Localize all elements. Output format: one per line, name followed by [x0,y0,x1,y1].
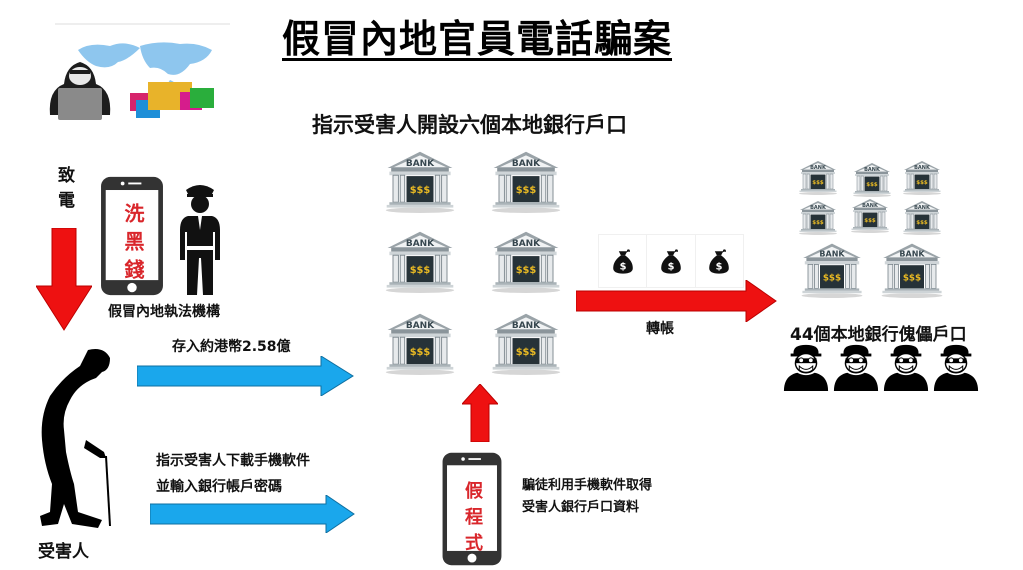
mule-accounts-label: 44個本地銀行傀儡戶口 [790,325,967,345]
bank-icon [800,242,864,298]
hacker-illustration [30,20,230,130]
download-instruction-line1: 指示受害人下載手機軟件 [156,453,310,469]
elderly-victim-icon [30,344,120,530]
deposit-label: 存入約港幣2.58億 [172,339,291,355]
red-down-arrow [36,228,92,332]
hacker-world-map-icon [49,23,230,120]
red-up-arrow [462,384,498,442]
blue-arrow-deposit [137,356,355,396]
fake-app-desc-line1: 騙徒利用手機軟件取得 [522,478,653,493]
phone-icon: 洗黑錢 [97,175,167,297]
bank-icon [490,150,562,213]
transfer-label: 轉帳 [646,321,674,337]
bank-icon [490,230,562,293]
bank-icon [798,160,838,195]
blue-arrow-download [150,495,356,533]
money-bag-icon [599,235,648,287]
bank-icon [490,312,562,375]
subtitle: 指示受害人開設六個本地銀行戶口 [312,113,627,137]
download-instruction-line2: 並輸入銀行帳戶密碼 [156,479,282,495]
bank-icon [880,242,944,298]
masked-thief-icon [882,343,930,391]
fake-app-phone-icon: 假程式 [440,451,504,567]
money-bags-group [598,234,744,288]
masked-thief-icon [932,343,980,391]
call-label: 致電 [54,166,74,216]
fake-app-text: 假程式 [462,481,483,559]
bank-icon [852,162,892,197]
bank-icon [902,200,942,235]
mule-holders-group [782,343,980,391]
impersonation-label: 假冒內地執法機構 [108,304,220,320]
bank-icon [384,230,456,293]
masked-thief-icon [782,343,830,391]
bank-icon [384,312,456,375]
bank-icon [798,200,838,235]
fake-app-desc-line2: 受害人銀行戶口資料 [522,500,640,515]
bank-icon [850,198,890,233]
money-bag-icon [647,235,696,287]
bank-icon [384,150,456,213]
bank-icon [902,160,942,195]
police-officer-icon [178,180,222,296]
masked-thief-icon [832,343,880,391]
page-title: 假冒內地官員電話騙案 [282,17,673,61]
red-transfer-arrow [576,280,778,322]
victim-label: 受害人 [38,542,89,562]
money-laundering-text: 洗黑錢 [121,203,145,287]
